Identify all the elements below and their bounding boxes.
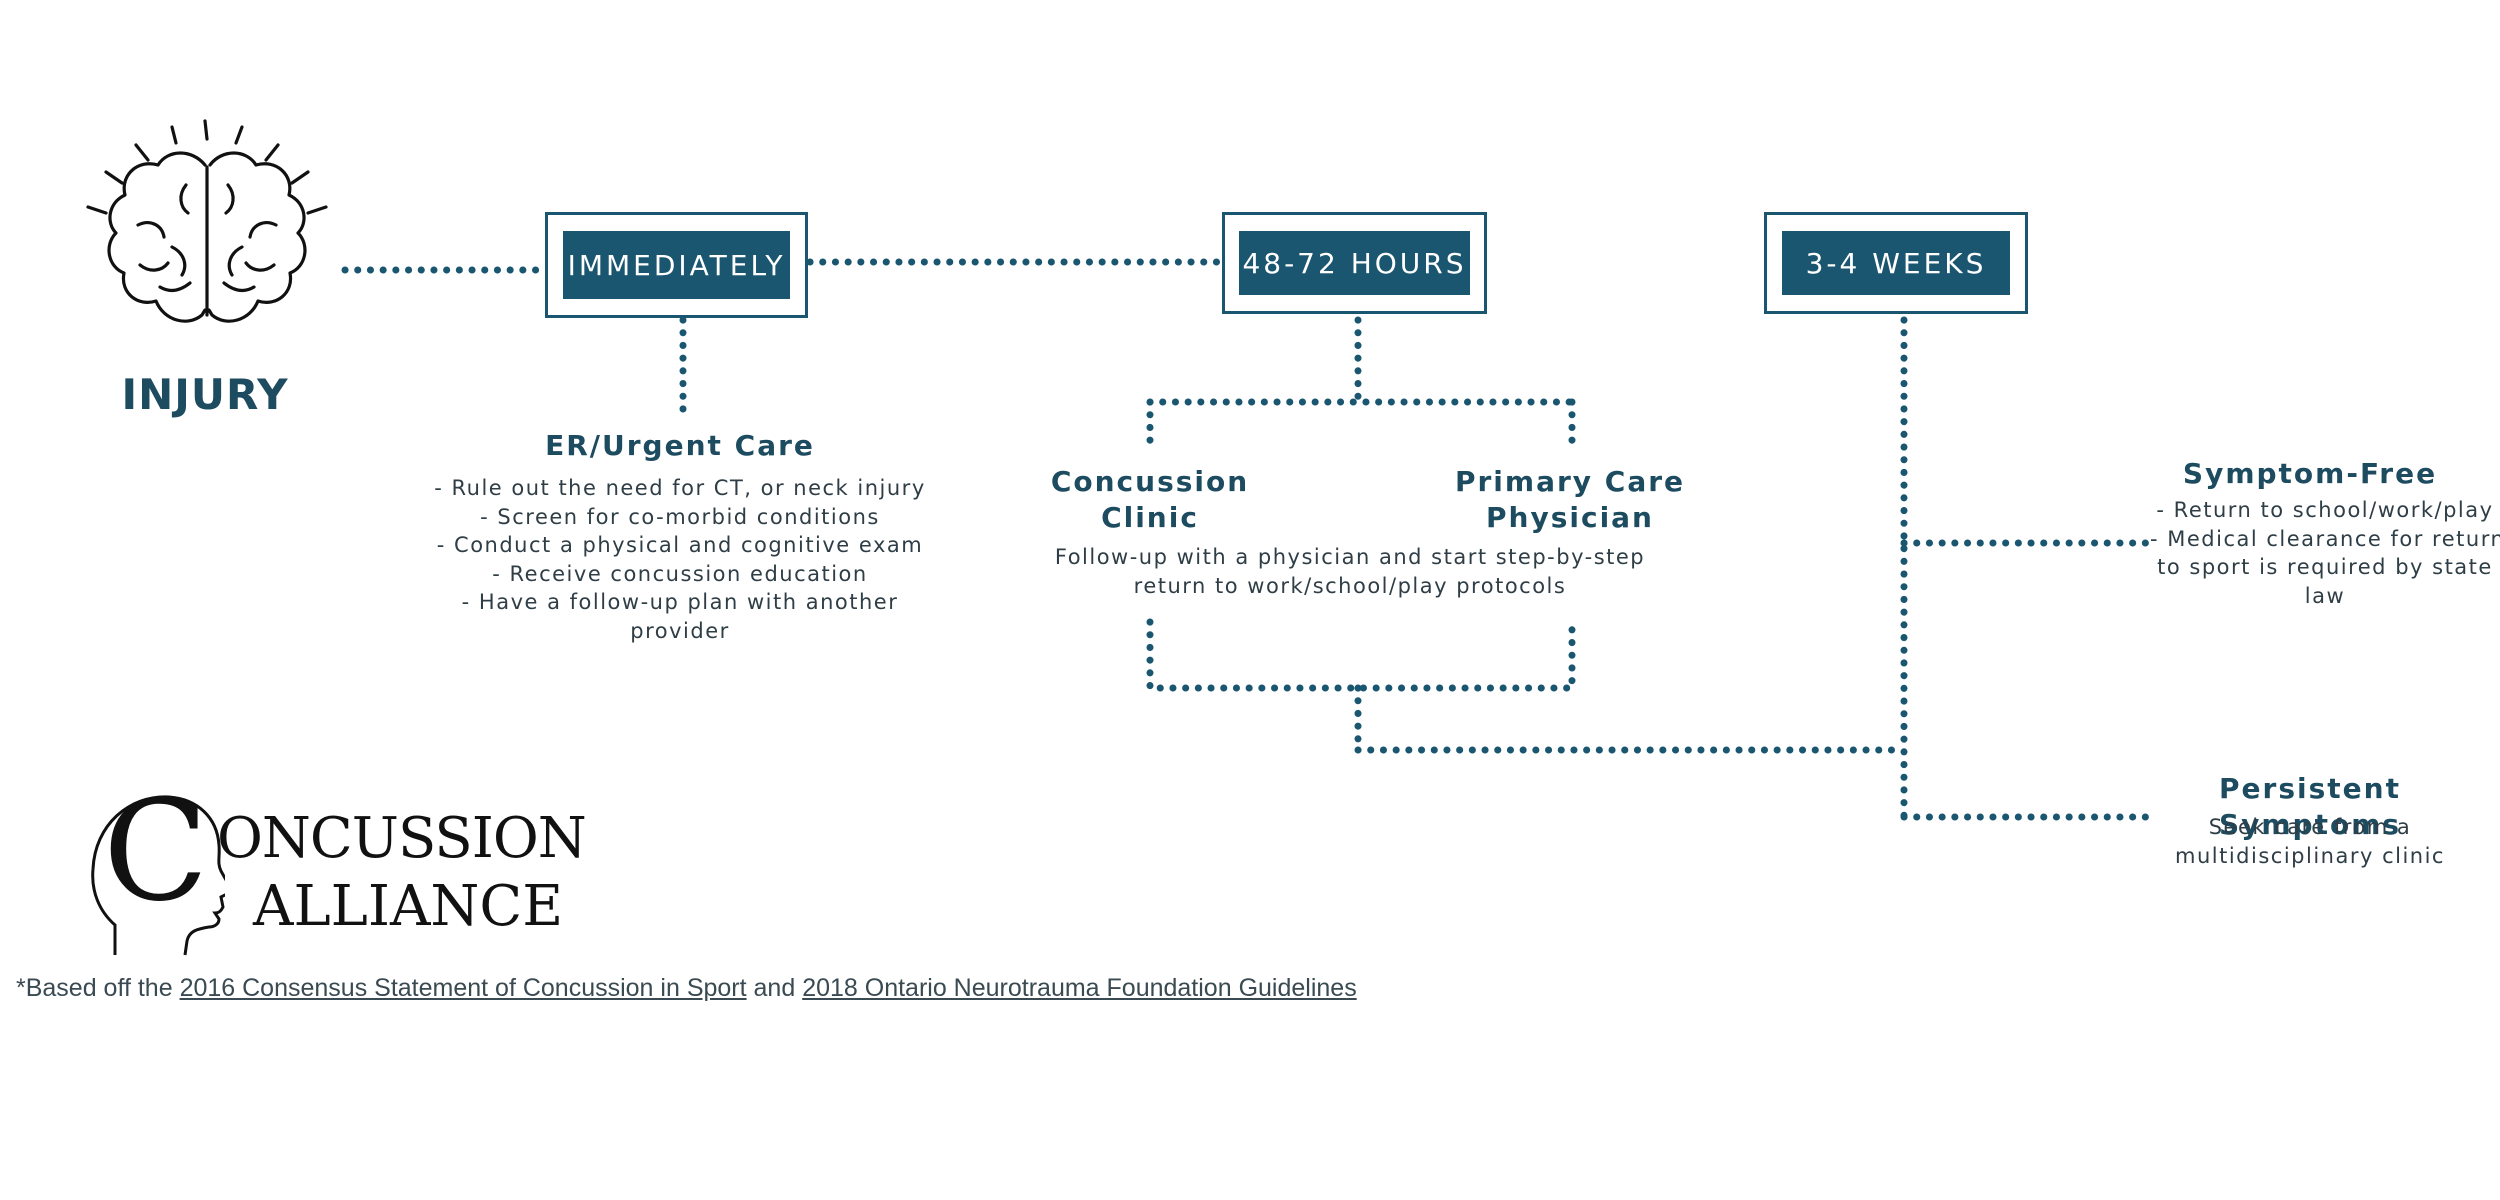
logo-word-alliance: ALLIANCE: [253, 874, 564, 939]
symptom-free-line: to sport is required by state: [2157, 555, 2493, 579]
injury-label: INJURY: [121, 370, 289, 419]
symptom-free-line: - Medical clearance for return: [2150, 526, 2500, 551]
brain-icon: [86, 119, 328, 323]
concussion-clinic-title-line: Concussion: [1050, 465, 1250, 498]
er-line: - Conduct a physical and cognitive exam: [436, 533, 924, 557]
stage-48-72-hours: 48-72 HOURS: [1222, 212, 1487, 314]
connector-clinic-merge: [1146, 618, 1576, 754]
primary-care-title-line: Primary Care: [1454, 465, 1686, 498]
footnote-prefix: *Based off the: [16, 974, 180, 1002]
logo-word-concussion: ONCUSSION: [217, 806, 587, 871]
er-line: - Receive concussion education: [492, 561, 868, 586]
stage-3-4-weeks: 3-4 WEEKS: [1764, 212, 2028, 314]
followup-line: Follow-up with a physician and start ste…: [1054, 545, 1646, 569]
followup-text: Follow-up with a physician and start ste…: [1000, 543, 1700, 600]
er-urgent-care-details: - Rule out the need for CT, or neck inju…: [380, 474, 980, 645]
connector-48h-split: [1146, 316, 1576, 456]
head-silhouette-icon: [91, 795, 225, 956]
stage-immediately-label: IMMEDIATELY: [563, 231, 790, 299]
er-line: - Rule out the need for CT, or neck inju…: [434, 476, 926, 500]
symptom-free-line: - Return to school/work/play: [2156, 498, 2494, 522]
concussion-alliance-logo: C ONCUSSION ALLIANCE: [85, 777, 615, 960]
er-line: - Screen for co-morbid conditions: [480, 504, 880, 529]
symptom-free-title: Symptom-Free: [2182, 457, 2438, 490]
stage-immediately: IMMEDIATELY: [545, 212, 808, 318]
ontario-guidelines-link[interactable]: 2018 Ontario Neurotrauma Foundation Guid…: [802, 974, 1357, 1002]
followup-line: return to work/school/play protocols: [1133, 573, 1567, 598]
symptom-free-details: - Return to school/work/play - Medical c…: [2150, 496, 2500, 610]
symptom-free-line: law: [2304, 583, 2346, 608]
concussion-clinic-title: Concussion Clinic: [1000, 464, 1300, 536]
primary-care-title: Primary Care Physician: [1410, 464, 1730, 536]
footnote-middle: and: [746, 974, 803, 1002]
persistent-symptoms-details: Seek care from a multidisciplinary clini…: [2140, 813, 2480, 870]
persistent-line: multidisciplinary clinic: [2175, 843, 2445, 868]
er-line: provider: [630, 618, 730, 643]
persistent-line: Seek care from a: [2208, 815, 2412, 839]
logo-initial: C: [103, 771, 209, 932]
er-urgent-care-title: ER/Urgent Care: [545, 429, 815, 462]
er-line: - Have a follow-up plan with another: [461, 590, 899, 614]
consensus-statement-link[interactable]: 2016 Consensus Statement of Concussion i…: [179, 974, 747, 1002]
stage-3-4-weeks-label: 3-4 WEEKS: [1782, 231, 2010, 295]
primary-care-title-line: Physician: [1486, 501, 1654, 534]
persistent-symptoms-title: Persistent Symptoms: [2218, 772, 2402, 841]
footnote: *Based off the 2016 Consensus Statement …: [16, 974, 1357, 1003]
concussion-clinic-title-line: Clinic: [1101, 501, 1199, 534]
stage-48-72-hours-label: 48-72 HOURS: [1239, 231, 1470, 295]
